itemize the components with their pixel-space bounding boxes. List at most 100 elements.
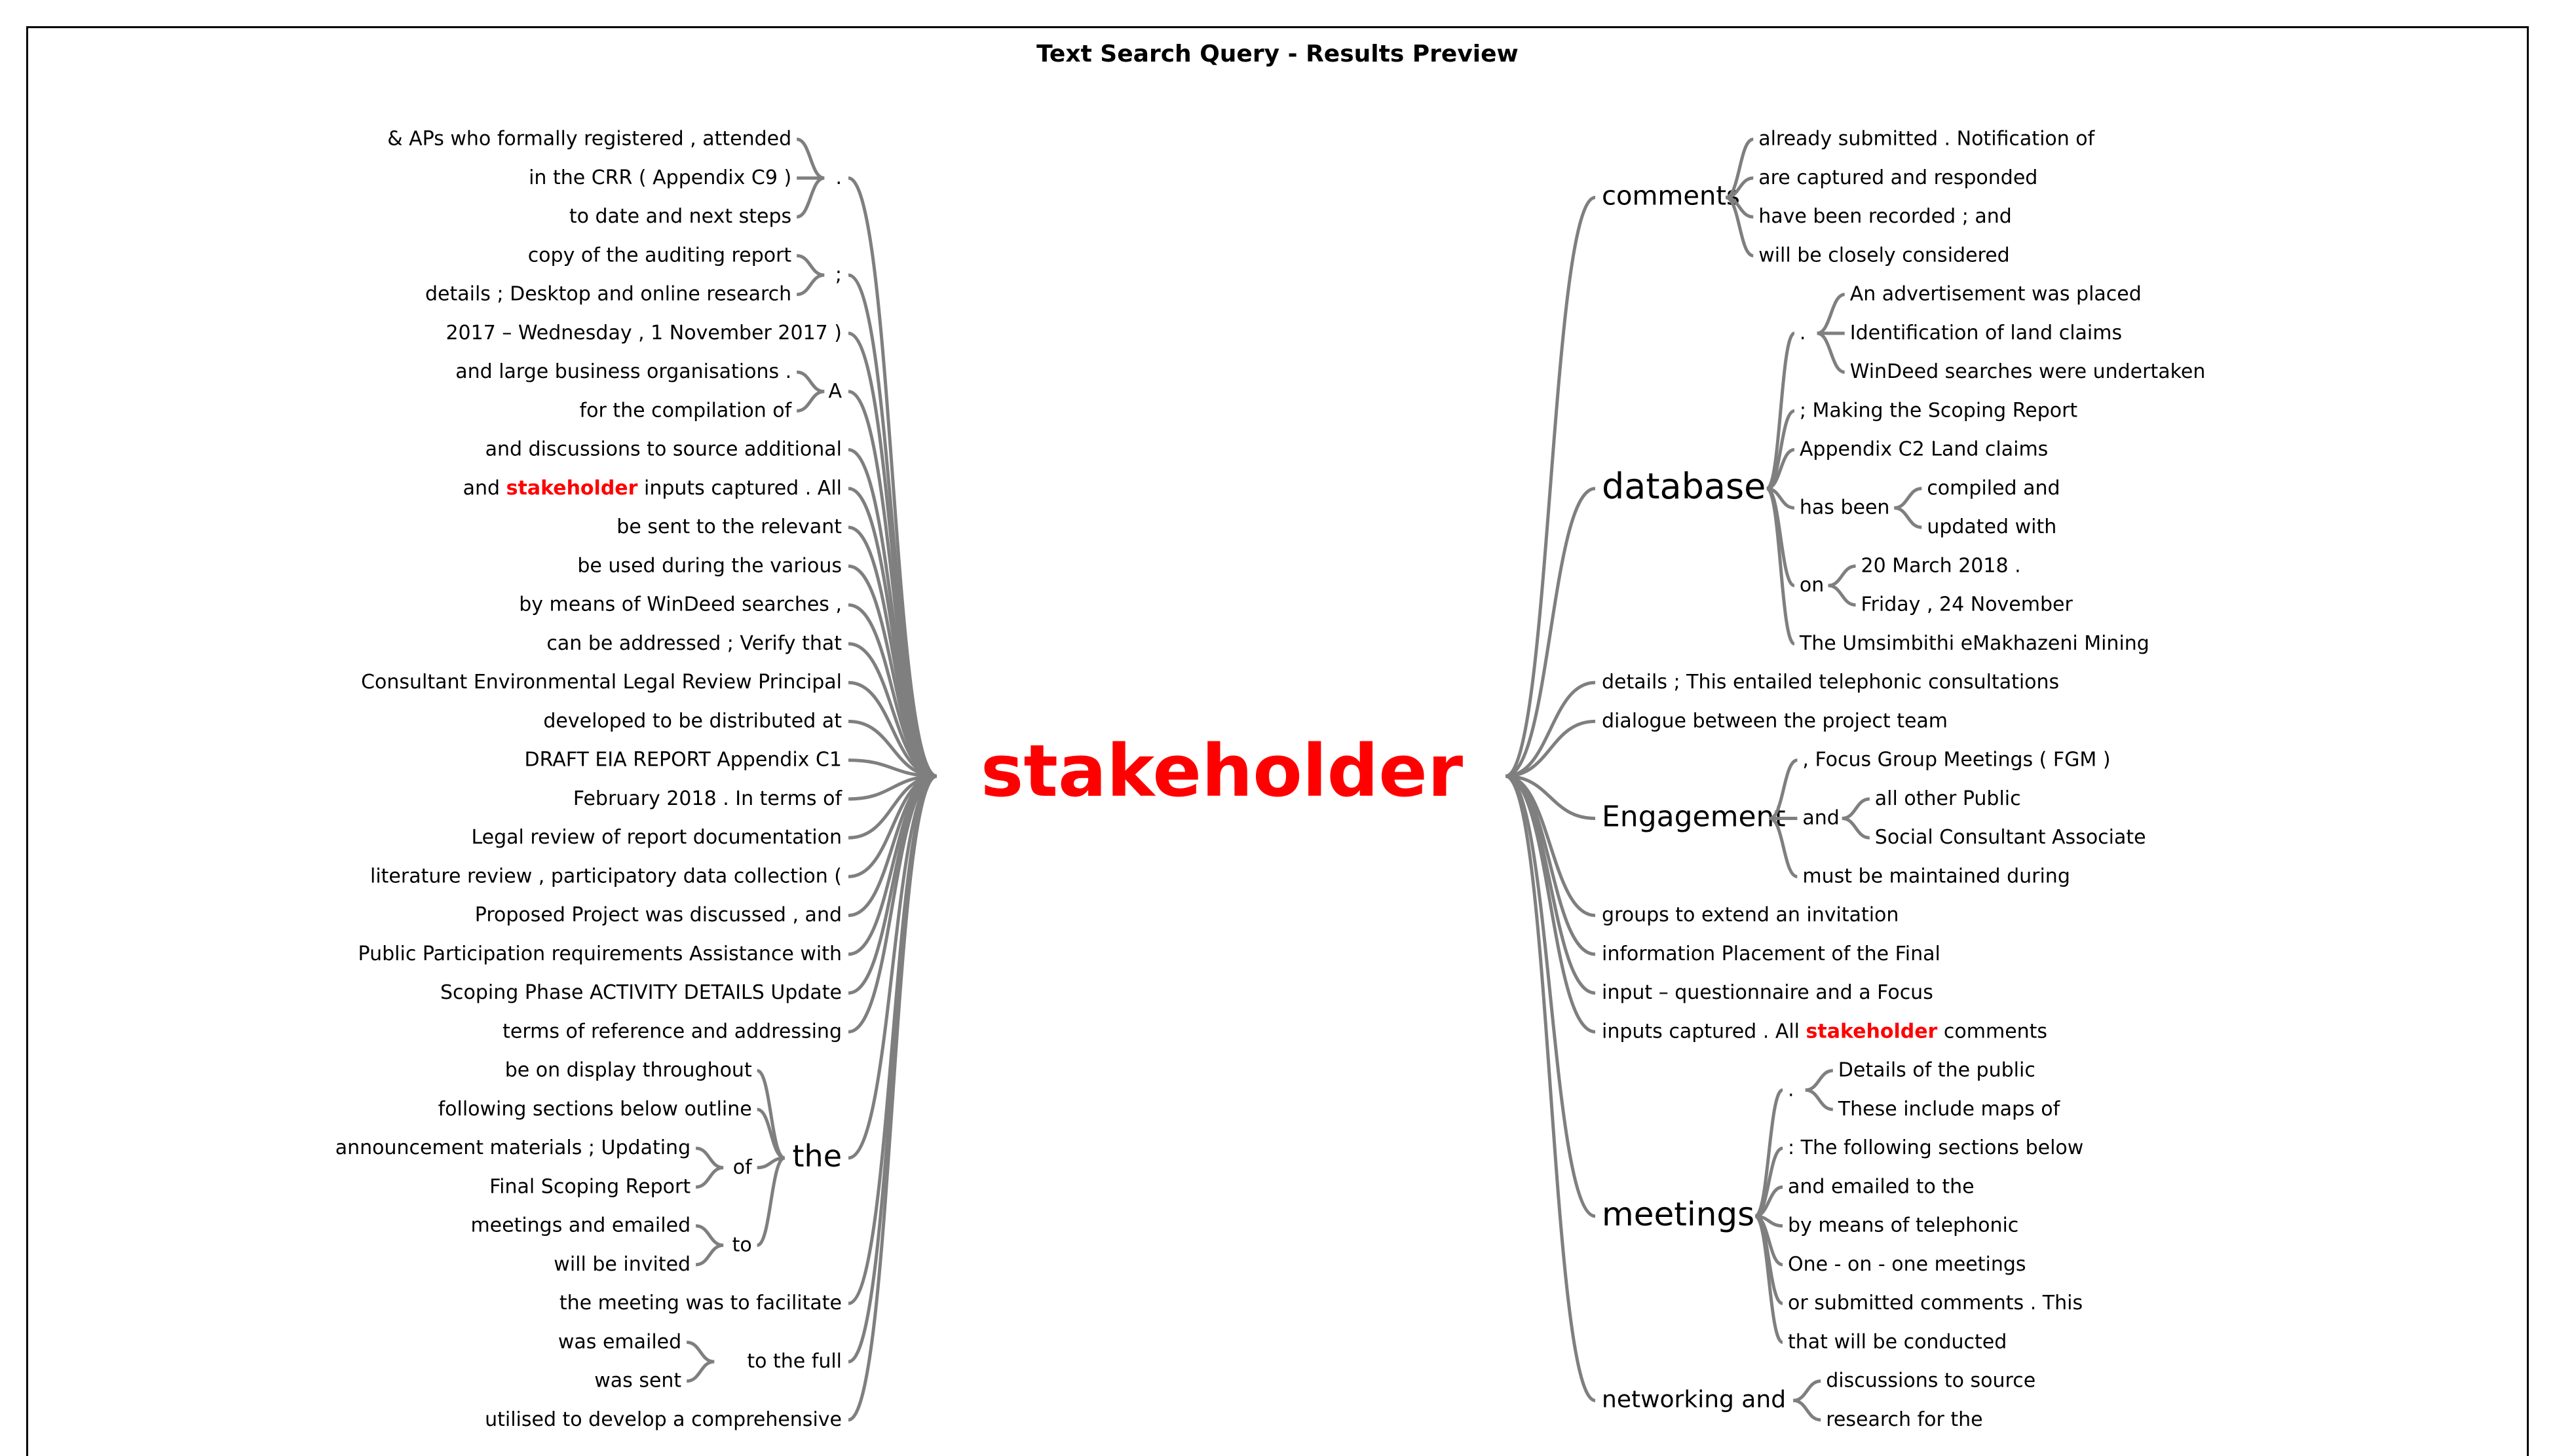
branch-label: Legal review of report documentation <box>471 826 842 849</box>
leaf-phrase: Final Scoping Report <box>489 1175 691 1198</box>
branch-label: DRAFT EIA REPORT Appendix C1 <box>524 748 842 771</box>
branch-connector <box>1817 293 1845 335</box>
leaf-phrase: that will be conducted <box>1788 1330 2007 1353</box>
leaf-phrase: to date and next steps <box>569 205 791 228</box>
leaf-phrase: & APs who formally registered , attended <box>387 127 791 150</box>
branch-label: can be addressed ; Verify that <box>546 631 842 654</box>
branch-connector <box>796 138 825 180</box>
leaf-phrase: already submitted . Notification of <box>1758 127 2095 150</box>
leaf-phrase: discussions to source <box>1826 1369 2035 1392</box>
branch-label: Consultant Environmental Legal Review Pr… <box>361 671 842 694</box>
branch-label: by means of WinDeed searches , <box>519 593 842 616</box>
connector-word: . <box>1788 1078 1794 1101</box>
branch-connector <box>796 390 825 413</box>
branch-label: literature review , participatory data c… <box>370 865 842 887</box>
leaf-phrase: details ; Desktop and online research <box>425 282 791 305</box>
branch-connector <box>1505 719 1596 778</box>
branch-connector <box>796 176 825 219</box>
branch-label: . <box>835 166 842 189</box>
connector-word: . <box>1800 321 1806 344</box>
branch-connector <box>695 1146 724 1170</box>
leaf-phrase: or submitted comments . This <box>1788 1292 2083 1315</box>
leaf-phrase: ; Making the Scoping Report <box>1800 399 2078 422</box>
leaf-phrase: compiled and <box>1927 476 2060 499</box>
branch-connector <box>1766 448 1795 491</box>
leaf-phrase: The Umsimbithi eMakhazeni Mining <box>1799 631 2149 654</box>
branch-connector <box>848 774 937 1305</box>
leaf-phrase: WinDeed searches were undertaken <box>1850 360 2206 383</box>
branch-label: meetings <box>1602 1195 1754 1233</box>
leaf-phrase: meetings and emailed <box>470 1214 691 1237</box>
branch-connector <box>848 681 937 778</box>
branch-connector <box>695 1243 724 1267</box>
branch-label: February 2018 . In terms of <box>573 787 843 810</box>
branch-label: Engagement <box>1602 800 1786 834</box>
leaf-phrase: One - on - one meetings <box>1788 1252 2026 1275</box>
leaf-phrase: be on display throughout <box>505 1058 752 1081</box>
branch-label: the <box>793 1138 842 1173</box>
branch-connector <box>1505 774 1596 1218</box>
connector-word: of <box>733 1155 753 1178</box>
branch-connector <box>1893 506 1922 529</box>
branch-label: details ; This entailed telephonic consu… <box>1602 671 2059 694</box>
branch-connector <box>1893 487 1922 510</box>
branch-connector <box>1505 774 1596 995</box>
branch-connector <box>796 253 825 277</box>
preview-frame <box>26 26 2529 1456</box>
branch-connector <box>1828 584 1856 607</box>
branch-label: terms of reference and addressing <box>502 1020 842 1043</box>
leaf-phrase: for the compilation of <box>580 399 793 422</box>
leaf-phrase: and emailed to the <box>1788 1175 1975 1198</box>
branch-connector <box>1725 196 1754 257</box>
leaf-phrase: An advertisement was placed <box>1850 282 2142 305</box>
branch-label: 2017 – Wednesday , 1 November 2017 ) <box>445 321 842 344</box>
leaf-phrase: will be invited <box>554 1252 691 1275</box>
connector-word: to <box>732 1233 752 1256</box>
branch-connector <box>695 1166 724 1189</box>
leaf-phrase: will be closely considered <box>1758 244 2010 267</box>
branch-connector <box>686 1340 715 1364</box>
branch-connector <box>1754 1214 1784 1344</box>
page-title: Text Search Query - Results Preview <box>1036 41 1519 67</box>
leaf-phrase: 20 March 2018 . <box>1861 554 2021 577</box>
branch-label: groups to extend an invitation <box>1602 903 1899 926</box>
branch-label: input – questionnaire and a Focus <box>1602 981 1933 1004</box>
leaf-phrase: have been recorded ; and <box>1758 205 2012 228</box>
branch-label: be used during the various <box>577 554 842 577</box>
leaf-phrase: announcement materials ; Updating <box>335 1136 691 1159</box>
branch-label: Public Participation requirements Assist… <box>358 942 842 965</box>
leaf-phrase: in the CRR ( Appendix C9 ) <box>529 166 791 189</box>
branch-connector <box>848 642 937 778</box>
connector-word: has been <box>1800 496 1890 519</box>
branch-label: the meeting was to facilitate <box>559 1292 842 1315</box>
branch-label: developed to be distributed at <box>543 709 842 732</box>
branch-connector <box>1842 797 1870 820</box>
branch-connector <box>756 1108 785 1160</box>
branch-connector <box>848 774 937 1034</box>
branch-label: dialogue between the project team <box>1602 709 1948 732</box>
branch-label: be sent to the relevant <box>616 515 842 538</box>
leaf-phrase: are captured and responded <box>1758 166 2037 189</box>
branch-label: networking and <box>1602 1386 1786 1413</box>
branch-connector <box>1792 1398 1821 1422</box>
branch-connector <box>1842 817 1870 840</box>
leaf-phrase: : The following sections below <box>1788 1136 2083 1159</box>
leaf-phrase: Appendix C2 Land claims <box>1800 438 2048 460</box>
leaf-phrase: by means of telephonic <box>1788 1214 2018 1237</box>
branch-label: information Placement of the Final <box>1602 942 1940 965</box>
branch-connector <box>1792 1379 1821 1402</box>
connector-word: on <box>1800 574 1824 597</box>
leaf-phrase: and large business organisations . <box>455 360 791 383</box>
leaf-phrase: These include maps of <box>1838 1097 2061 1120</box>
branch-connector <box>796 273 825 297</box>
branch-connector <box>1505 196 1596 778</box>
branch-label: and stakeholder inputs captured . All <box>463 476 842 499</box>
branch-connector <box>1769 758 1798 820</box>
branch-label: A <box>828 379 842 402</box>
branch-connector <box>1805 1069 1834 1092</box>
branch-connector <box>1505 487 1596 778</box>
branch-connector <box>1769 817 1798 878</box>
branch-connector <box>1805 1088 1834 1111</box>
leaf-phrase: research for the <box>1826 1408 1982 1430</box>
